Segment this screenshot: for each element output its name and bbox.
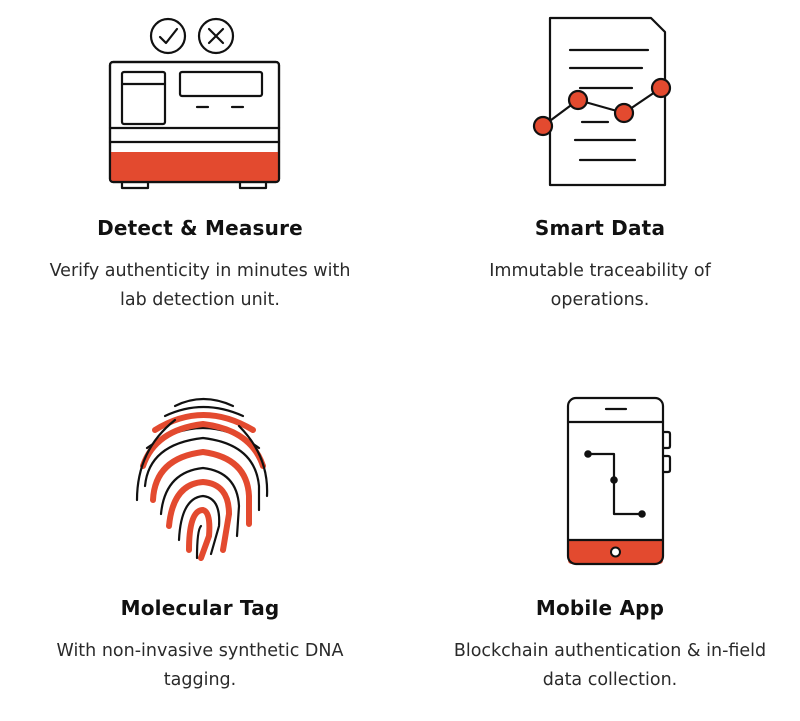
route-node (584, 450, 592, 458)
feature-description: Blockchain authentication & in-field dat… (453, 641, 767, 690)
feature-molecular-tag: Molecular Tag With non-invasive syntheti… (0, 360, 400, 721)
detection-unit-accent-band (111, 152, 278, 181)
feature-title: Smart Data (534, 216, 666, 240)
lab-detection-unit-icon (108, 17, 281, 190)
feature-description: Immutable traceability of operations. (489, 261, 711, 310)
feature-detect-measure: Detect & Measure Verify authenticity in … (0, 0, 400, 360)
chart-point (532, 115, 554, 137)
feature-title: Detect & Measure (97, 216, 303, 240)
home-button (610, 546, 621, 558)
fingerprint-icon (135, 397, 269, 561)
chart-point (567, 89, 589, 111)
route-node (638, 510, 646, 518)
feature-description: With non-invasive synthetic DNA tagging. (56, 641, 344, 690)
mobile-phone-icon (566, 396, 672, 566)
feature-mobile-app: Mobile App Blockchain authentication & i… (400, 360, 800, 721)
data-chart-document-icon (532, 16, 672, 187)
feature-title: Mobile App (535, 596, 665, 620)
feature-description: Verify authenticity in minutes with lab … (49, 261, 351, 310)
route-node (610, 476, 618, 484)
feature-smart-data: Smart Data Immutable traceability of ope… (400, 0, 800, 360)
chart-point (613, 102, 635, 124)
feature-title: Molecular Tag (120, 596, 280, 620)
chart-point (650, 77, 672, 99)
